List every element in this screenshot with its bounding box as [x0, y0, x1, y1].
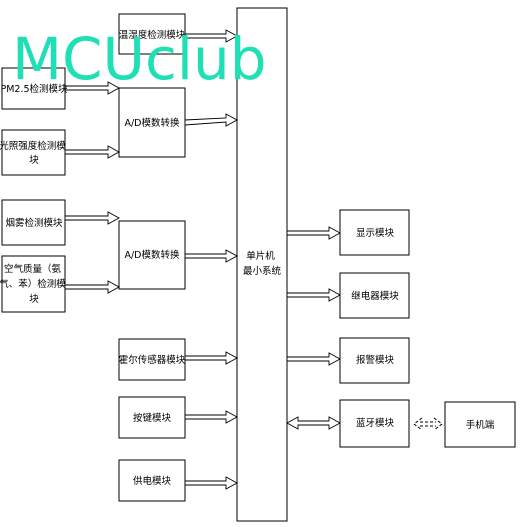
arrow-mcu-to-relay — [286, 288, 341, 302]
arrow-adc-bottom-to-mcu — [184, 249, 238, 263]
arrow-keys-to-mcu — [184, 410, 238, 424]
arrow-hall-to-mcu — [184, 351, 238, 365]
bluetooth-module-box — [339, 399, 410, 448]
adc-bottom-box — [118, 220, 186, 290]
alarm-label: 报警模块 — [356, 354, 395, 366]
power-module-box — [118, 459, 186, 502]
bluetooth-label: 蓝牙模块 — [356, 417, 395, 429]
adc-top-box — [118, 87, 186, 158]
display-module-box — [339, 209, 410, 256]
mcu-box — [236, 7, 288, 522]
arrow-light-to-adc — [64, 145, 120, 159]
smoke-label: 烟雾检测模块 — [5, 217, 63, 229]
pm25-label: PM2.5检测模块 — [0, 83, 68, 95]
air-quality-label-line2: 气、苯）检测模 — [0, 278, 66, 290]
alarm-module-box — [339, 337, 410, 384]
arrow-mcu-to-display — [286, 226, 341, 240]
arrow-air-to-adc — [64, 280, 120, 294]
arrow-temp-to-mcu — [184, 29, 238, 43]
light-module-box — [1, 129, 66, 176]
mcu-label-line1: 单片机 — [246, 250, 275, 262]
arrow-smoke-to-adc — [64, 211, 120, 225]
mcu-label: 单片机 最小系统 — [243, 250, 282, 277]
arrow-pm25-to-adc — [64, 81, 120, 95]
watermark-text: MCUclub — [12, 25, 267, 93]
air-quality-module-box — [1, 255, 66, 313]
display-label: 显示模块 — [356, 227, 395, 239]
light-label-line1: 光照强度检测模 — [0, 140, 66, 152]
relay-label: 继电器模块 — [351, 290, 399, 302]
air-quality-label-line1: 空气质量（氨 — [4, 263, 62, 275]
temp-humidity-module-box — [118, 13, 186, 55]
phone-box — [444, 401, 516, 448]
mcu-label-line2: 最小系统 — [243, 265, 282, 277]
keys-label: 按键模块 — [133, 412, 172, 424]
air-quality-label-line3: 块 — [29, 293, 39, 305]
arrow-mcu-to-alarm — [286, 352, 341, 366]
dashed-link-bluetooth-phone — [413, 417, 443, 431]
arrow-power-to-mcu — [184, 476, 238, 490]
adc-bottom-label: A/D模数转换 — [124, 249, 180, 261]
light-label-line2: 块 — [29, 154, 39, 166]
arrow-mcu-bluetooth-bidirectional — [286, 416, 341, 430]
power-label: 供电模块 — [133, 475, 172, 487]
relay-module-box — [339, 272, 410, 319]
pm25-module-box — [1, 67, 66, 110]
adc-top-label: A/D模数转换 — [124, 117, 180, 129]
smoke-module-box — [1, 199, 66, 246]
phone-label: 手机端 — [466, 419, 495, 431]
hall-sensor-module-box — [118, 338, 186, 381]
air-quality-label: 空气质量（氨 气、苯）检测模 块 — [0, 263, 69, 305]
arrow-adc-top-to-mcu — [184, 113, 238, 127]
temp-humidity-label: 温湿度检测模块 — [119, 29, 186, 41]
light-label: 光照强度检测模 块 — [0, 140, 69, 166]
hall-sensor-label: 霍尔传感器模块 — [119, 354, 186, 366]
keys-module-box — [118, 396, 186, 439]
